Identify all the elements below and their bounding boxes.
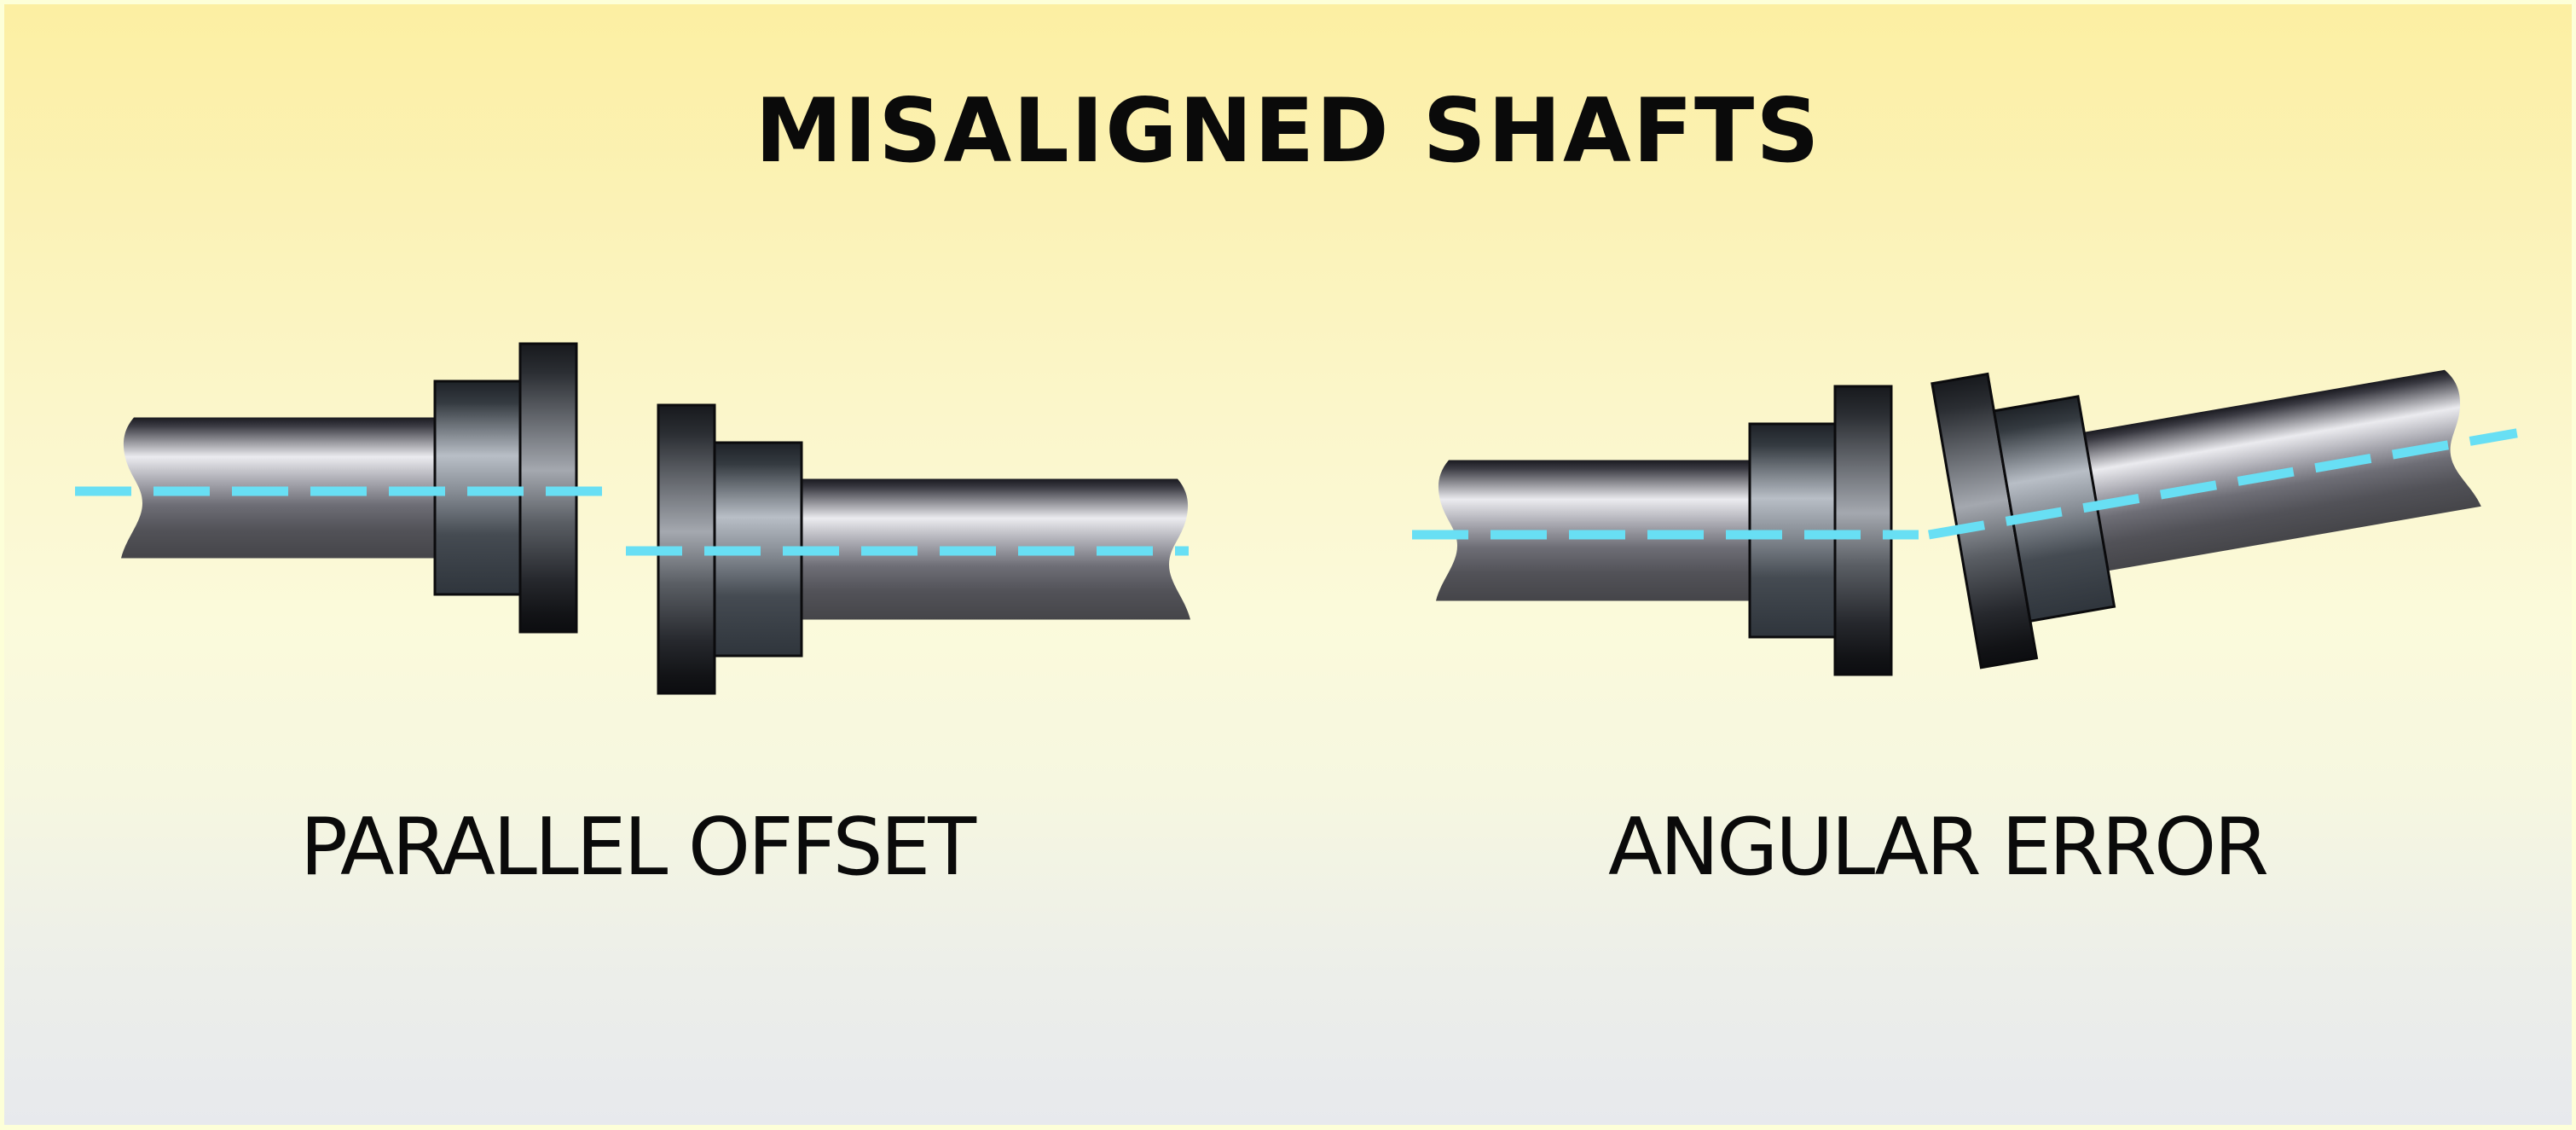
angular-error-diagram	[1412, 369, 2518, 676]
page-title: MISALIGNED SHAFTS	[755, 80, 1821, 183]
parallel-offset-diagram	[75, 342, 1190, 695]
centerline-dashed-tilted	[1928, 428, 2518, 540]
parallel-offset-label: PARALLEL OFFSET	[299, 801, 976, 893]
angular-error-label: ANGULAR ERROR	[1608, 801, 2269, 893]
